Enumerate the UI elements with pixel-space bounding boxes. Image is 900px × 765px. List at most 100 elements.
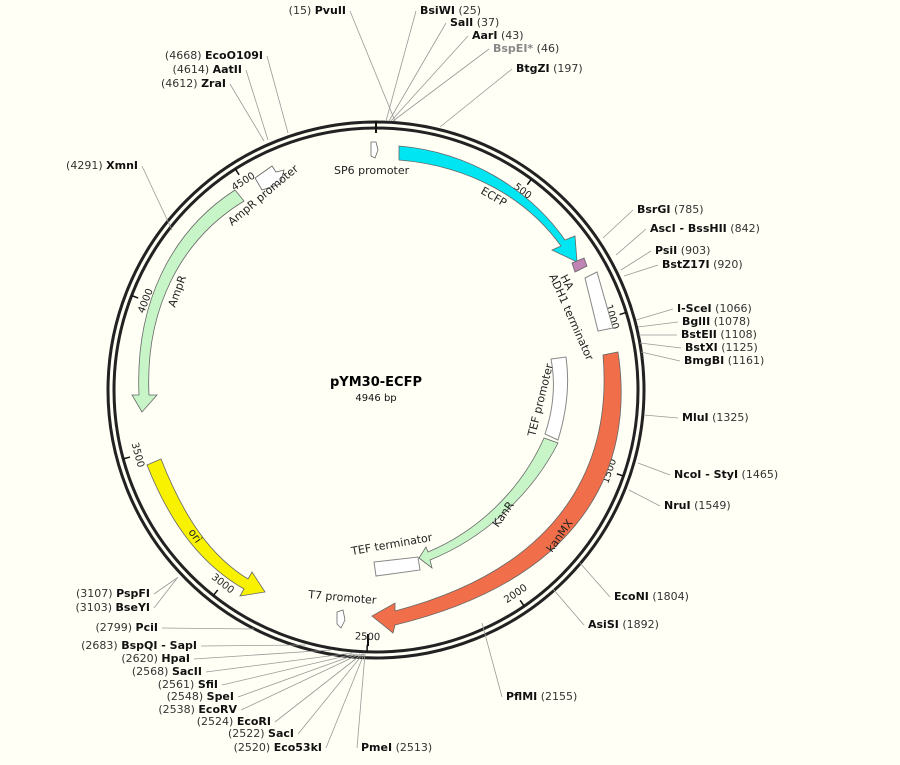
site-leader-line — [325, 653, 365, 749]
restriction-site-label[interactable]: (2683) BspQI - SapI — [81, 639, 197, 652]
restriction-site-label[interactable]: SalI (37) — [450, 16, 499, 29]
restriction-site-label[interactable]: EcoNI (1804) — [614, 590, 689, 603]
ampr-promoter-arrow[interactable] — [254, 165, 285, 191]
site-position: (1125) — [721, 341, 758, 354]
site-position: (2155) — [541, 690, 578, 703]
restriction-site-label[interactable]: (2520) Eco53kI — [234, 741, 322, 754]
site-enzyme-name: BglII — [682, 315, 710, 328]
site-position: (785) — [674, 203, 704, 216]
restriction-site-label[interactable]: BstZ17I (920) — [662, 258, 743, 271]
site-position: (842) — [730, 222, 760, 235]
restriction-site-label[interactable]: BspEI* (46) — [493, 42, 559, 55]
sp6-promoter-arrow[interactable] — [370, 141, 379, 159]
adh1-terminator-box[interactable] — [584, 271, 614, 332]
site-leader-line — [620, 250, 652, 271]
restriction-site-label[interactable]: (4668) EcoO109I — [165, 49, 263, 62]
site-position: (4291) — [66, 159, 103, 172]
site-position: (2548) — [167, 690, 204, 703]
site-leader-line — [240, 653, 361, 711]
restriction-site-label[interactable]: NruI (1549) — [664, 499, 731, 512]
site-position: (2513) — [396, 741, 433, 754]
restriction-site-label[interactable]: PflMI (2155) — [506, 690, 577, 703]
restriction-site-label[interactable]: (2548) SpeI — [167, 690, 234, 703]
restriction-site-label[interactable]: (2799) PciI — [95, 621, 158, 634]
restriction-site-label[interactable]: PmeI (2513) — [361, 741, 432, 754]
site-position: (1804) — [652, 590, 689, 603]
restriction-site-label[interactable]: PsiI (903) — [655, 244, 710, 257]
site-leader-line — [439, 68, 513, 128]
site-leader-line — [274, 653, 363, 723]
restriction-site-label[interactable]: I-SceI (1066) — [677, 302, 752, 315]
restriction-site-label[interactable]: (4614) AatII — [173, 63, 242, 76]
site-enzyme-name: SacII — [172, 665, 202, 678]
site-leader-line — [153, 576, 179, 609]
restriction-site-label[interactable]: (2620) HpaI — [121, 652, 190, 665]
restriction-site-label[interactable]: (2522) SacI — [228, 727, 294, 740]
ori-arrow[interactable] — [146, 458, 266, 597]
tick-mark — [131, 294, 139, 299]
site-position: (1108) — [720, 328, 757, 341]
site-position: (3103) — [75, 601, 112, 614]
site-position: (3107) — [76, 587, 113, 600]
ecfp-arrow[interactable] — [398, 145, 578, 263]
kanmx-arrow[interactable] — [371, 351, 622, 634]
site-enzyme-name: XmnI — [106, 159, 138, 172]
restriction-site-label[interactable]: AarI (43) — [472, 29, 524, 42]
site-position: (903) — [681, 244, 711, 257]
site-leader-line — [390, 35, 469, 122]
restriction-site-label[interactable]: (15) PvuII — [289, 4, 346, 17]
restriction-site-label[interactable]: (3103) BseYI — [75, 601, 150, 614]
site-position: (2568) — [132, 665, 169, 678]
restriction-site-label[interactable]: BstEII (1108) — [681, 328, 757, 341]
site-position: (43) — [501, 29, 524, 42]
site-enzyme-name: BtgZI — [516, 62, 550, 75]
restriction-site-label[interactable]: (3107) PspFI — [76, 587, 150, 600]
site-enzyme-name: NcoI - StyI — [674, 468, 738, 481]
site-enzyme-name: SalI — [450, 16, 473, 29]
restriction-site-label[interactable]: BsiWI (25) — [420, 4, 481, 17]
site-position: (2799) — [95, 621, 132, 634]
site-position: (1066) — [715, 302, 752, 315]
tick-label: 2500 — [355, 631, 381, 643]
restriction-site-label[interactable]: (2538) EcoRV — [158, 703, 237, 716]
site-position: (2620) — [121, 652, 158, 665]
tick-mark — [212, 589, 219, 596]
site-enzyme-name: PsiI — [655, 244, 677, 257]
restriction-site-label[interactable]: (2561) SfiI — [158, 678, 218, 691]
restriction-site-label[interactable]: BtgZI (197) — [516, 62, 583, 75]
restriction-site-label[interactable]: (4291) XmnI — [66, 159, 138, 172]
restriction-site-label[interactable]: BsrGI (785) — [637, 203, 704, 216]
site-leader-line — [297, 653, 364, 735]
site-position: (4668) — [165, 49, 202, 62]
restriction-site-label[interactable]: (2568) SacII — [132, 665, 202, 678]
t7-promoter-arrow[interactable] — [336, 609, 346, 629]
tick-mark — [234, 168, 240, 176]
restriction-site-label[interactable]: BstXI (1125) — [685, 341, 758, 354]
tick-mark — [123, 456, 131, 460]
restriction-site-label[interactable]: AsiSI (1892) — [588, 618, 659, 631]
tef-promoter-box[interactable] — [544, 356, 569, 441]
site-enzyme-name: EcoNI — [614, 590, 649, 603]
site-position: (920) — [713, 258, 743, 271]
site-position: (4614) — [173, 63, 210, 76]
site-position: (2561) — [158, 678, 195, 691]
kanr-arrow[interactable] — [418, 437, 559, 570]
restriction-site-label[interactable]: (4612) ZraI — [161, 77, 226, 90]
site-enzyme-name: I-SceI — [677, 302, 712, 315]
restriction-site-label[interactable]: (2524) EcoRI — [197, 715, 271, 728]
site-position: (1892) — [622, 618, 659, 631]
site-enzyme-name: PspFI — [116, 587, 150, 600]
restriction-site-label[interactable]: BmgBI (1161) — [684, 354, 764, 367]
ha-arrow[interactable] — [571, 257, 588, 273]
site-enzyme-name: MluI — [682, 411, 709, 424]
site-enzyme-name: BsrGI — [637, 203, 670, 216]
restriction-site-label[interactable]: AscI - BssHII (842) — [650, 222, 760, 235]
site-leader-line — [221, 653, 355, 686]
ampr-arrow[interactable] — [131, 189, 245, 413]
site-enzyme-name: EcoRV — [198, 703, 237, 716]
tef-terminator-box[interactable] — [373, 556, 421, 577]
restriction-site-label[interactable]: MluI (1325) — [682, 411, 749, 424]
restriction-site-label[interactable]: NcoI - StyI (1465) — [674, 468, 778, 481]
restriction-site-label[interactable]: BglII (1078) — [682, 315, 750, 328]
site-position: (25) — [458, 4, 481, 17]
